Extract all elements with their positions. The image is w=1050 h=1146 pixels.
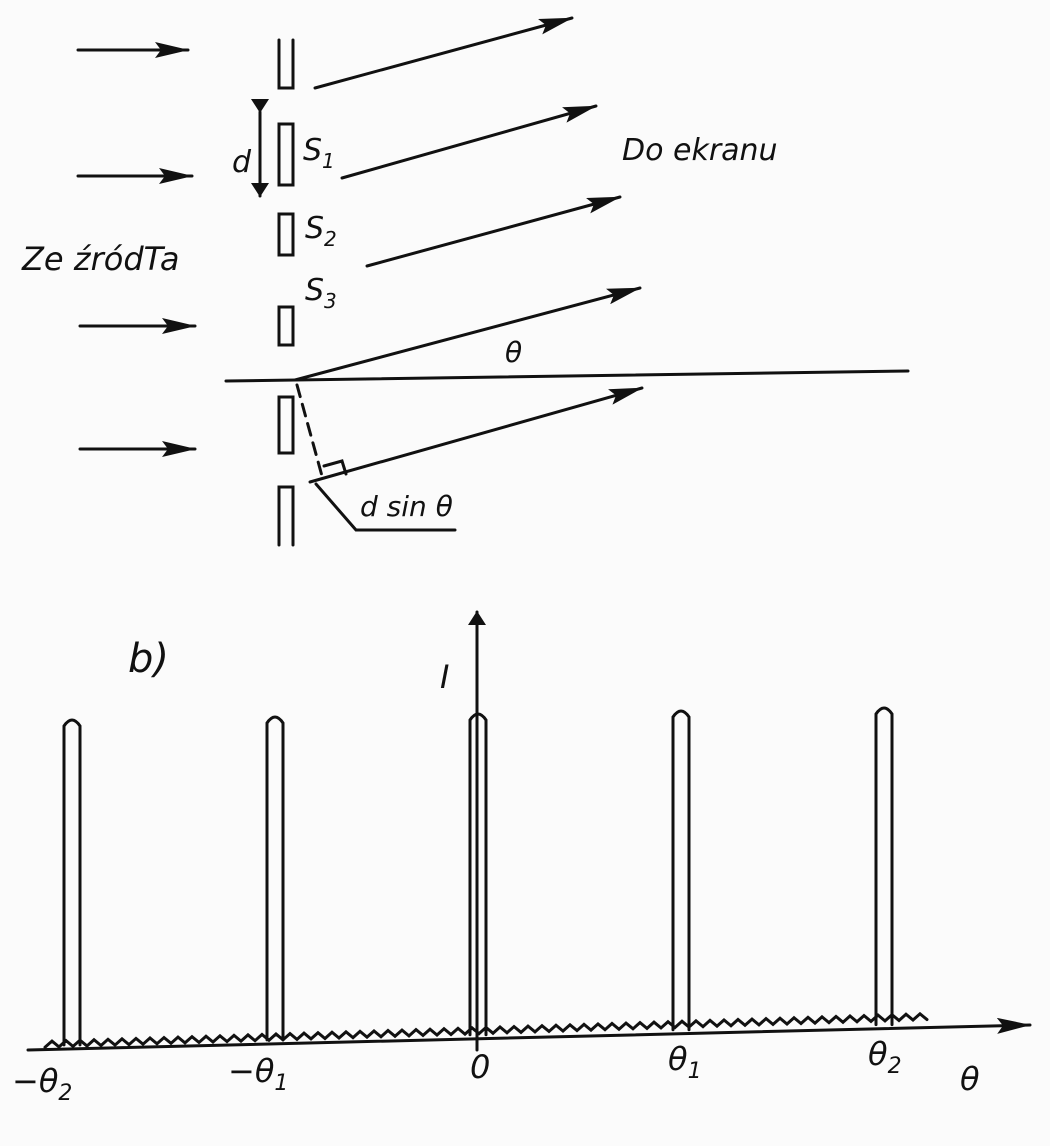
diffracted-rays — [293, 16, 644, 484]
slit-label-2: S2 — [305, 211, 337, 251]
tick-label: θ1 — [668, 1040, 702, 1084]
tick-label: 0 — [470, 1048, 490, 1086]
y-axis-label: I — [440, 658, 449, 696]
perpendicular-dashed — [295, 383, 324, 478]
svg-text:S3: S3 — [305, 273, 337, 313]
grating — [277, 38, 295, 547]
intensity-peaks — [62, 706, 894, 1047]
x-axis-label: θ — [960, 1060, 980, 1098]
incoming-rays — [76, 42, 197, 457]
tick-label: −θ2 — [12, 1062, 72, 1106]
leader-line — [314, 482, 457, 532]
screen-label: Do ekranu — [622, 133, 778, 168]
svg-text:S1: S1 — [303, 133, 335, 173]
tick-labels: −θ2 −θ1 0 θ1 θ2 — [12, 1035, 902, 1106]
slit-label-1: S1 — [303, 133, 335, 173]
svg-text:S2: S2 — [305, 211, 337, 251]
slit-label-3: S3 — [305, 273, 337, 313]
right-angle-mark — [322, 459, 348, 476]
spacing-label: d — [232, 145, 252, 180]
path-difference-label: d sin θ — [360, 490, 453, 523]
tick-label: θ2 — [868, 1035, 902, 1079]
peak-order--1 — [265, 715, 285, 1042]
angle-label: θ — [505, 336, 522, 369]
normal-line — [224, 369, 910, 383]
x-axis — [26, 1017, 1032, 1052]
peak-order-0 — [468, 712, 488, 1037]
peak-order-1 — [671, 709, 691, 1032]
panel-label: b) — [128, 636, 169, 682]
peak-order-2 — [874, 706, 894, 1027]
peak-order--2 — [62, 718, 82, 1047]
source-label: Ze źródTa — [21, 240, 179, 278]
tick-label: −θ1 — [228, 1052, 288, 1096]
